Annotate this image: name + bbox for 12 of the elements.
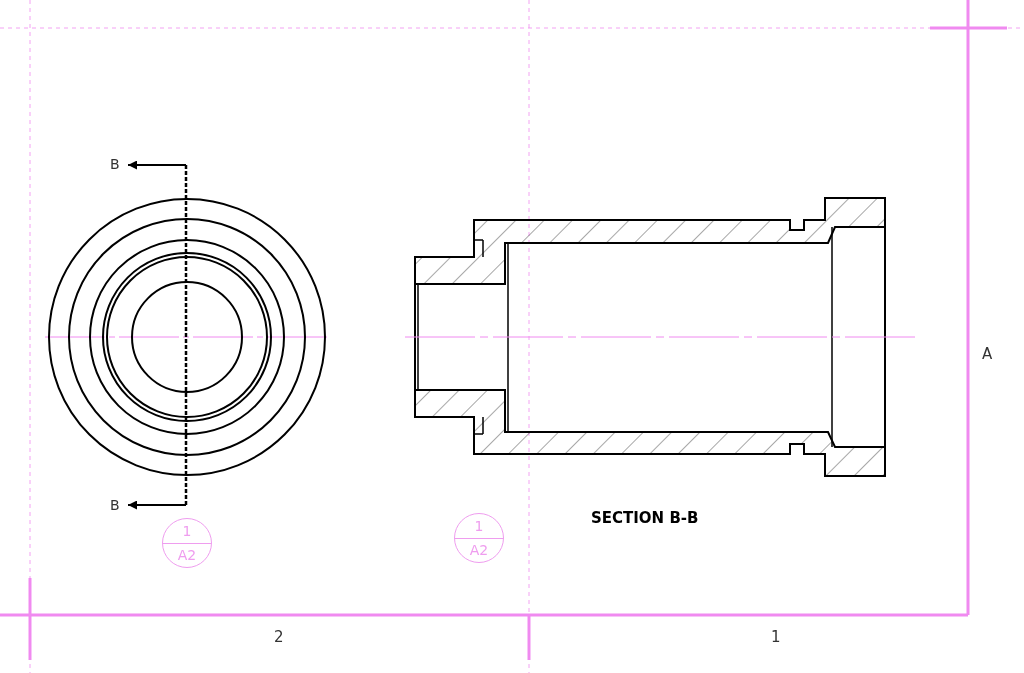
view-callout-circle <box>162 518 212 568</box>
zone-label: 1 <box>771 630 781 645</box>
zone-label: A <box>982 347 993 362</box>
zone-reference: A2 <box>468 543 490 557</box>
sheet-number: 1 <box>473 519 485 533</box>
sheet-number: 1 <box>181 524 193 538</box>
view-callout-circle <box>454 513 504 563</box>
zone-reference: A2 <box>176 548 198 562</box>
zone-label: 2 <box>274 630 284 645</box>
view-title: SECTION B-B <box>591 511 699 526</box>
section-letter: B <box>110 157 120 171</box>
section-letter: B <box>110 498 120 512</box>
